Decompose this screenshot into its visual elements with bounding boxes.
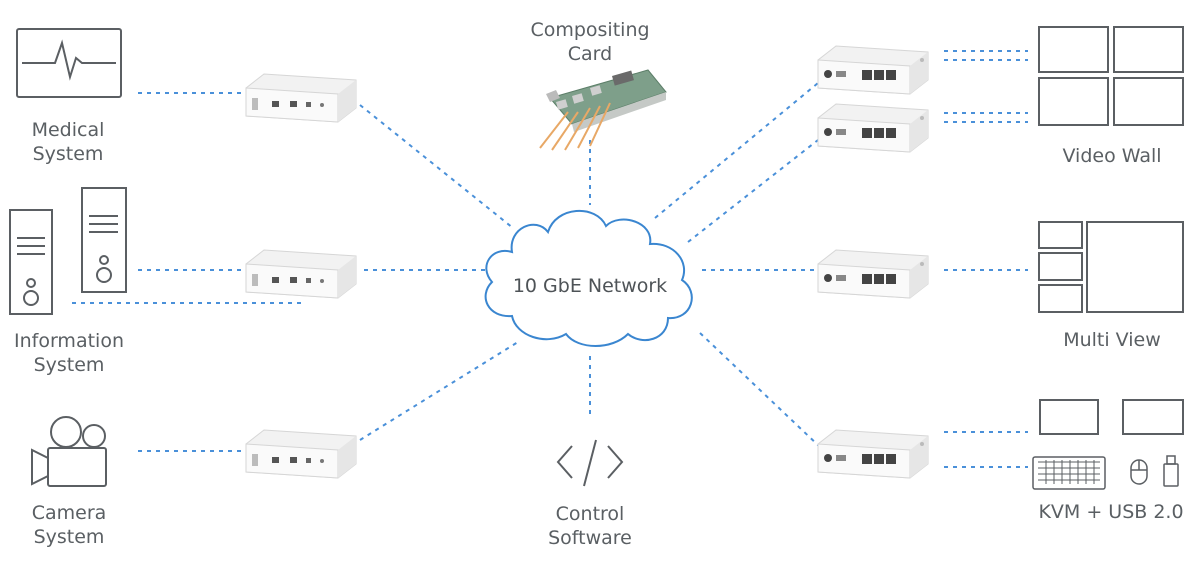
pc-tower-icon bbox=[9, 187, 127, 315]
decoder-multi-view bbox=[817, 249, 929, 299]
link-encoder3-to-network bbox=[359, 341, 519, 441]
kvm-monitors-icon bbox=[1039, 399, 1184, 435]
decoder-video-wall-2 bbox=[817, 103, 929, 153]
link-encoder1-to-network bbox=[359, 104, 514, 229]
compositing-card-icon bbox=[539, 69, 667, 151]
kvm-usb-label: KVM + USB 2.0 bbox=[1038, 501, 1184, 523]
decoder-video-wall-1 bbox=[817, 45, 929, 95]
camera-icon bbox=[31, 416, 107, 487]
encoder-medical bbox=[245, 73, 357, 123]
code-brackets-icon bbox=[556, 439, 624, 487]
encoder-information bbox=[245, 249, 357, 299]
multi-view-icon bbox=[1038, 221, 1184, 313]
link-network-to-decoder4 bbox=[699, 332, 821, 448]
video-wall-label: Video Wall bbox=[1062, 145, 1162, 167]
usb-stick-icon bbox=[1163, 455, 1179, 487]
link-network-to-decoder1 bbox=[654, 82, 819, 219]
multi-view-label: Multi View bbox=[1063, 329, 1161, 351]
network-links bbox=[72, 50, 1028, 468]
mouse-icon bbox=[1130, 459, 1148, 485]
network-label: 10 GbE Network bbox=[513, 275, 667, 297]
network-cloud: 10 GbE Network bbox=[484, 210, 693, 347]
keyboard-icon bbox=[1032, 456, 1106, 490]
video-wall-icon bbox=[1038, 26, 1184, 126]
medical-monitor-icon bbox=[16, 28, 122, 98]
encoder-camera bbox=[245, 429, 357, 479]
link-network-to-decoder2 bbox=[687, 139, 819, 243]
decoder-kvm bbox=[817, 429, 929, 479]
